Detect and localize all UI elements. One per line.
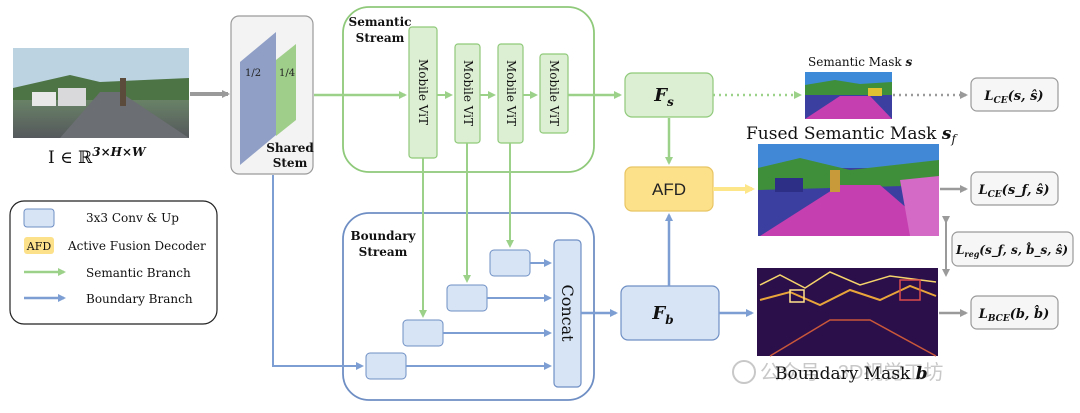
stem-label-line1: Shared <box>266 141 314 155</box>
feature-fs: Fs <box>624 72 714 118</box>
svg-text:公众号 · 3D视觉工坊: 公众号 · 3D视觉工坊 <box>760 361 943 384</box>
mobilevit-block-4: Mobile ViT <box>539 53 569 134</box>
boundary-stream-title-2: Stream <box>359 245 408 259</box>
conv-block-4 <box>489 249 531 277</box>
legend-boundary-label: Boundary Branch <box>86 292 193 306</box>
svg-text:Semantic Mask s: Semantic Mask s <box>808 55 912 69</box>
svg-text:LCE(s, ŝ): LCE(s, ŝ) <box>983 89 1043 106</box>
legend-afd-swatch <box>24 237 54 254</box>
feature-fb: Fb <box>620 285 720 341</box>
legend-conv-label: 3x3 Conv & Up <box>86 211 179 225</box>
loss-reg: Lreg(s_f, s, b̂_s, ŝ) <box>951 231 1074 267</box>
semantic-stream-title-2: Stream <box>356 31 405 45</box>
svg-text:Lreg(s_f, s, b̂_s, ŝ): Lreg(s_f, s, b̂_s, ŝ) <box>955 241 1068 259</box>
conv-block-1 <box>365 352 407 380</box>
input-label: I ∈ ℝ3×H×W <box>48 145 147 168</box>
legend-afd-label: Active Fusion Decoder <box>67 239 206 253</box>
svg-text:Mobile ViT: Mobile ViT <box>416 59 430 125</box>
svg-text:AFD: AFD <box>652 180 686 199</box>
svg-text:Fs: Fs <box>653 85 674 109</box>
loss-bce: LBCE(b, b̂) <box>970 295 1059 330</box>
fused-mask-image <box>758 144 939 236</box>
semantic-stream-title-1: Semantic <box>349 15 412 29</box>
mobilevit-block-2: Mobile ViT <box>454 43 481 144</box>
concat-block: Concat <box>553 239 582 388</box>
legend: 3x3 Conv & Up AFD Active Fusion Decoder … <box>9 200 218 325</box>
legend-conv-swatch <box>23 208 55 228</box>
boundary-stream-title-1: Boundary <box>350 229 416 243</box>
watermark: 公众号 · 3D视觉工坊 <box>732 360 943 384</box>
conv-block-3 <box>446 284 488 312</box>
loss-ce-semantic: LCE(s, ŝ) <box>970 77 1059 112</box>
mobilevit-block-3: Mobile ViT <box>497 43 524 144</box>
svg-text:Fb: Fb <box>651 303 673 327</box>
svg-text:LBCE(b, b̂): LBCE(b, b̂) <box>978 305 1049 324</box>
svg-text:I ∈ ℝ3×H×W: I ∈ ℝ3×H×W <box>48 145 147 168</box>
mobilevit-block-1: Mobile ViT <box>408 26 438 159</box>
loss-ce-fused: LCE(s_f, ŝ) <box>970 171 1059 206</box>
semantic-mask-image <box>805 72 892 119</box>
svg-text:Mobile ViT: Mobile ViT <box>504 60 518 126</box>
semantic-mask-label: Semantic Mask s <box>808 55 912 69</box>
legend-afd-tag: AFD <box>26 240 52 253</box>
shared-stem: 1/2 1/4 Shared Stem <box>230 15 314 175</box>
stem-scale-quarter: 1/4 <box>279 68 295 79</box>
svg-text:Mobile ViT: Mobile ViT <box>461 60 475 126</box>
afd-block: AFD <box>624 166 714 212</box>
legend-semantic-label: Semantic Branch <box>86 266 191 280</box>
stem-label-line2: Stem <box>273 156 308 170</box>
svg-text:Mobile ViT: Mobile ViT <box>547 60 561 126</box>
svg-text:LCE(s_f, ŝ): LCE(s_f, ŝ) <box>978 183 1050 200</box>
semantic-stream: Semantic Stream <box>342 6 595 173</box>
svg-text:Boundary Mask b: Boundary Mask b <box>775 364 928 384</box>
input-image <box>13 48 189 138</box>
stem-scale-half: 1/2 <box>245 68 261 79</box>
fused-mask-label: Fused Semantic Mask sf <box>746 124 958 146</box>
arrow-stem-to-boundary <box>272 175 364 370</box>
svg-text:Concat: Concat <box>558 284 577 342</box>
svg-text:Fused Semantic Mask sf: Fused Semantic Mask sf <box>746 124 958 146</box>
boundary-mask-label: Boundary Mask b <box>775 364 928 384</box>
boundary-stream: Boundary Stream <box>342 212 595 401</box>
boundary-mask-image <box>757 268 938 357</box>
conv-block-2 <box>402 319 444 347</box>
